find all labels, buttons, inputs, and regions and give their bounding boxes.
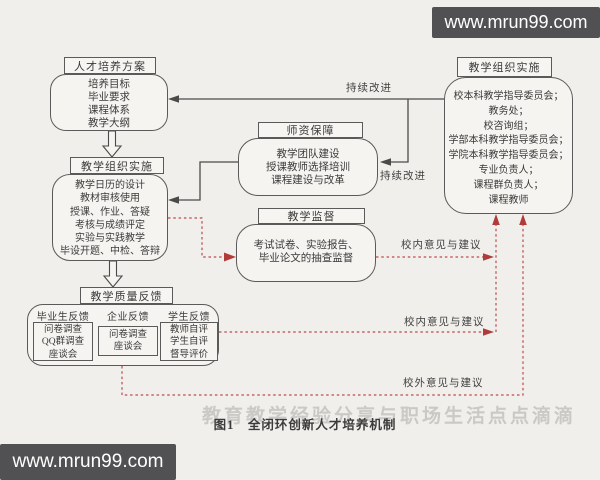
student-feedback-header: 学生反馈 (168, 312, 210, 323)
supervision-title: 教学监督 (258, 208, 365, 224)
feedback-item: 督导评价 (169, 349, 208, 360)
arrow-continuous-top (168, 95, 444, 103)
teacher-support-item: 授课教师选择培训 (266, 162, 350, 173)
impl-right-item: 课程群负责人； (473, 179, 544, 191)
hollow-arrow-plan-to-impl (101, 130, 123, 158)
teaching-impl-right-title: 教学组织实施 (457, 57, 552, 77)
talent-plan-item: 毕业要求 (88, 92, 130, 103)
impl-right-item: 校本科教学指导委员会； (453, 91, 564, 102)
feedback-item: QQ群调查 (41, 337, 85, 348)
dashed-riser-internal (492, 214, 500, 332)
teaching-impl-right-box: 校本科教学指导委员会； 教务处； 校咨询组； 学部本科教学指导委员会； 学院本科… (444, 77, 573, 214)
student-feedback-box: 教师自评 学生自评 督导评价 (160, 322, 218, 361)
label-external-suggestions: 校外意见与建议 (403, 378, 484, 389)
dashed-feedback-to-right (219, 328, 494, 336)
label-internal-suggestions-1: 校内意见与建议 (401, 240, 482, 251)
talent-plan-box: 培养目标 毕业要求 课程体系 教学大纲 (50, 74, 168, 131)
impl-right-item: 学院本科教学指导委员会； (448, 150, 569, 162)
teaching-impl-item: 教学日历的设计 (75, 180, 145, 191)
feedback-item: 问卷调查 (108, 330, 147, 340)
impl-right-item: 学部本科教学指导委员会； (448, 135, 569, 147)
feedback-item: 座谈会 (48, 349, 78, 360)
teaching-impl-item: 授课、作业、答疑 (70, 206, 150, 218)
dashed-supervision-to-right (376, 253, 494, 261)
watermark-url-top: www.mrun99.com (432, 7, 600, 38)
figure-caption: 图1 全闭环创新人才培养机制 (213, 418, 397, 432)
teaching-impl-item: 考核与成绩评定 (75, 219, 145, 231)
impl-right-item: 教务处； (488, 105, 529, 117)
arrow-support-to-impl (168, 161, 238, 204)
impl-right-item: 校咨询组； (483, 120, 534, 132)
teaching-impl-left-box: 教学日历的设计 教材审核使用 授课、作业、答疑 考核与成绩评定 实验与实践教学 … (52, 174, 168, 261)
talent-plan-title: 人才培养方案 (64, 57, 156, 74)
dashed-impl-to-supervision (168, 217, 236, 262)
graduate-feedback-box: 问卷调查 QQ群调查 座谈会 (33, 322, 93, 361)
label-internal-suggestions-2: 校内意见与建议 (404, 317, 485, 328)
enterprise-feedback-header: 企业反馈 (107, 312, 149, 323)
teaching-impl-item: 毕设开题、中检、答辩 (60, 246, 160, 258)
teacher-support-box: 教学团队建设 授课教师选择培训 课程建设与改革 (238, 138, 378, 196)
feedback-item: 问卷调查 (43, 325, 82, 335)
impl-right-item: 课程教师 (488, 194, 529, 206)
arrow-continuous-mid (380, 99, 409, 166)
feedback-item: 座谈会 (113, 342, 143, 353)
teacher-support-title: 师资保障 (258, 122, 363, 138)
enterprise-feedback-box: 问卷调查 座谈会 (98, 326, 158, 356)
impl-right-item: 专业负责人； (478, 164, 539, 176)
teacher-support-item: 课程建设与改革 (271, 175, 345, 186)
supervision-item: 毕业论文的抽查监督 (258, 253, 354, 264)
graduate-feedback-header: 毕业生反馈 (36, 312, 90, 323)
supervision-item: 考试试卷、实验报告、 (253, 240, 359, 251)
hollow-arrow-impl-to-feedback (102, 260, 124, 288)
teacher-support-item: 教学团队建设 (276, 149, 340, 160)
supervision-box: 考试试卷、实验报告、 毕业论文的抽查监督 (236, 224, 376, 282)
teaching-impl-left-title: 教学组织实施 (70, 157, 164, 174)
label-continuous-mid: 持续改进 (380, 171, 426, 182)
talent-plan-item: 教学大纲 (88, 118, 130, 129)
talent-plan-item: 培养目标 (88, 79, 130, 90)
teaching-impl-item: 实验与实践教学 (75, 233, 145, 245)
watermark-url-bottom: www.mrun99.com (0, 444, 176, 480)
feedback-item: 学生自评 (169, 337, 208, 348)
feedback-item: 教师自评 (169, 325, 208, 335)
dashed-external-path (121, 214, 527, 396)
quality-feedback-title: 教学质量反馈 (80, 287, 173, 304)
watermark-slogan: 教育教学经验分享与职场生活点点滴滴 (202, 406, 577, 427)
teaching-impl-item: 教材审核使用 (80, 193, 140, 205)
label-continuous-top: 持续改进 (346, 83, 392, 94)
talent-plan-item: 课程体系 (88, 105, 130, 116)
